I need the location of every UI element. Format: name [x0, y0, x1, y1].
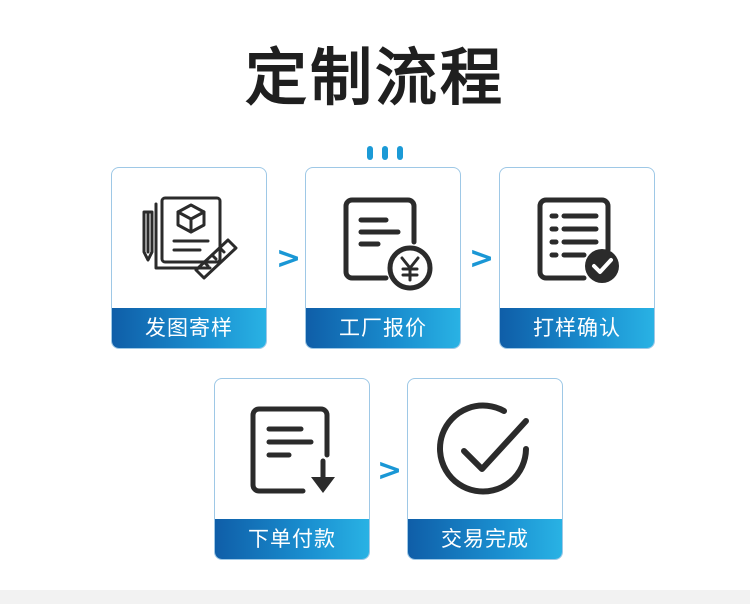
quote-yen-icon	[343, 197, 433, 291]
step-label: 工厂报价	[306, 308, 460, 348]
page-title: 定制流程	[244, 41, 505, 114]
check-circle-icon	[437, 402, 529, 495]
dot	[397, 146, 403, 160]
bottom-divider	[0, 590, 750, 604]
step-label: 打样确认	[500, 308, 654, 348]
step-card-deal-complete[interactable]: 交易完成	[407, 378, 563, 560]
checklist-confirm-icon	[537, 197, 619, 283]
step-label: 交易完成	[408, 519, 562, 559]
arrow-right-icon: >	[377, 453, 403, 488]
step-label: 发图寄样	[112, 308, 266, 348]
dot	[382, 146, 388, 160]
decorative-dots	[367, 146, 403, 160]
step-label: 下单付款	[215, 519, 369, 559]
arrow-right-icon: >	[469, 241, 495, 276]
step-card-sample-confirm[interactable]: 打样确认	[499, 167, 655, 349]
dot	[367, 146, 373, 160]
step-card-send-sample[interactable]: 发图寄样	[111, 167, 267, 349]
arrow-right-icon: >	[276, 241, 302, 276]
document-download-icon	[250, 406, 335, 494]
step-card-factory-quote[interactable]: 工厂报价	[305, 167, 461, 349]
step-card-order-payment[interactable]: 下单付款	[214, 378, 370, 560]
drawing-ruler-icon	[142, 196, 238, 280]
